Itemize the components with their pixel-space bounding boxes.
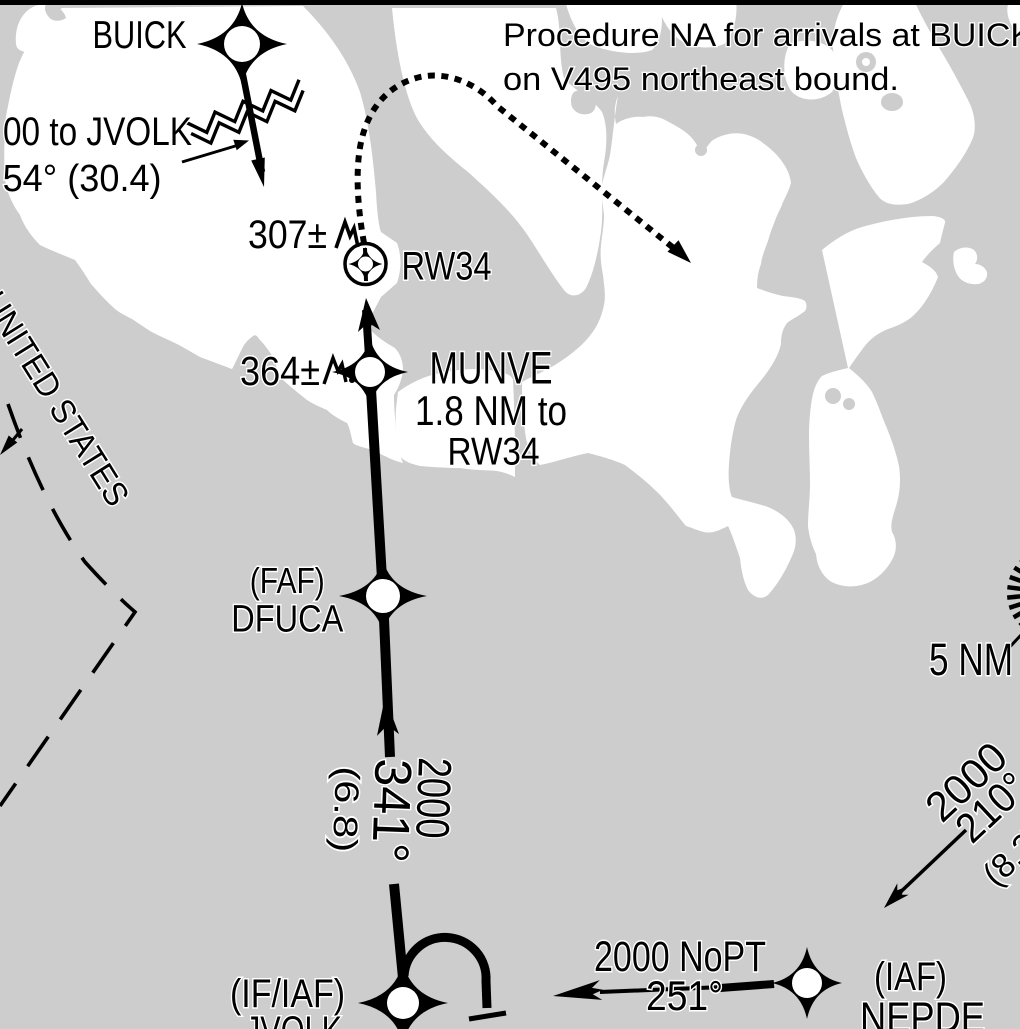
svg-text:54° (30.4): 54° (30.4) [3,158,162,200]
svg-text:5 NM: 5 NM [929,634,1013,685]
svg-text:BUICK: BUICK [93,14,187,57]
svg-text:(IAF): (IAF) [874,955,947,999]
svg-text:MUNVE: MUNVE [430,343,553,394]
svg-text:341°: 341° [360,758,422,864]
svg-text:RW34: RW34 [448,431,540,474]
svg-text:364±: 364± [240,348,320,394]
svg-text:(6.8): (6.8) [325,766,366,853]
svg-text:NEPDE: NEPDE [860,994,985,1029]
svg-text:on V495 northeast bound.: on V495 northeast bound. [503,61,899,97]
svg-text:1.8 NM to: 1.8 NM to [415,387,567,434]
svg-text:Procedure NA for arrivals at B: Procedure NA for arrivals at BUICK [503,17,1020,53]
svg-text:RW34: RW34 [402,245,492,289]
svg-text:2000 NoPT: 2000 NoPT [594,934,766,981]
svg-text:(IF/IAF): (IF/IAF) [230,972,345,1016]
svg-text:DFUCA: DFUCA [231,598,344,640]
svg-text:251°: 251° [646,972,723,1019]
svg-text:00 to JVOLK: 00 to JVOLK [3,110,192,154]
svg-text:(FAF): (FAF) [250,560,325,601]
svg-text:307±: 307± [248,213,327,257]
svg-text:2000: 2000 [406,757,462,840]
svg-text:JVOLK: JVOLK [245,1009,342,1029]
